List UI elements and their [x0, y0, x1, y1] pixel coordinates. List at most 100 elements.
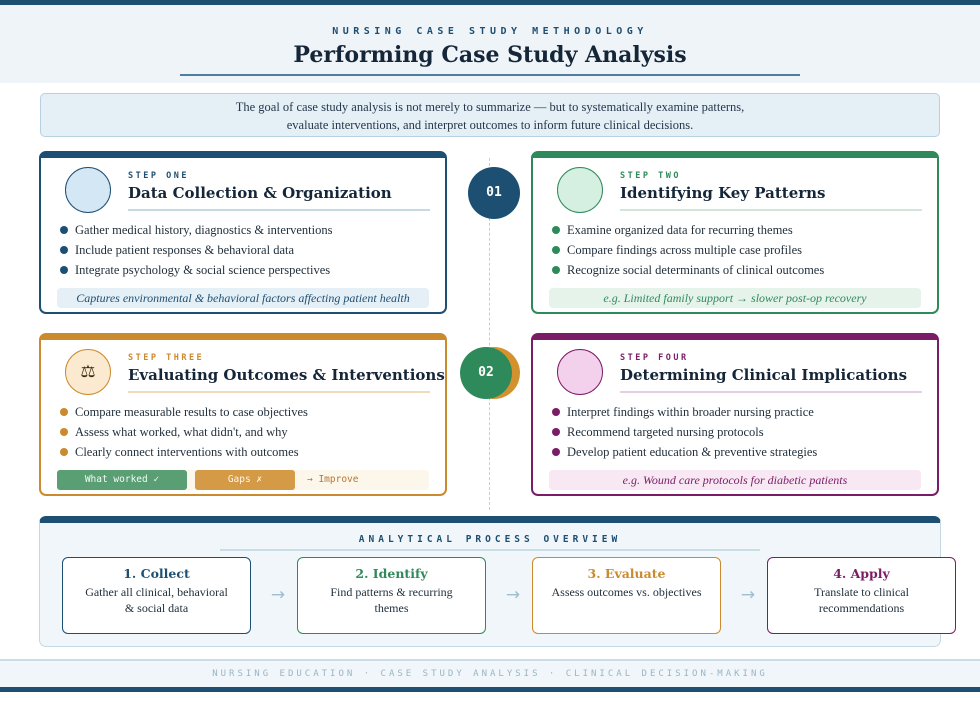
page-eyebrow: NURSING CASE STUDY METHODOLOGY [332, 26, 648, 37]
step-four-bullets: Interpret findings within broader nursin… [551, 402, 817, 462]
tag-what-worked: What worked ✓ [57, 470, 187, 490]
list-item: Gather medical history, diagnostics & in… [59, 220, 332, 240]
step-two-circle-icon [557, 167, 603, 213]
list-item-text: Compare findings across multiple case pr… [567, 243, 803, 257]
bottom-accent-bar [0, 687, 980, 692]
list-item: Examine organized data for recurring the… [551, 220, 824, 240]
step-three-title: Evaluating Outcomes & Interventions [128, 366, 445, 384]
bullet-dot-icon [552, 428, 560, 436]
bullet-dot-icon [60, 246, 68, 254]
step-one-title: Data Collection & Organization [128, 184, 392, 202]
step-one-rule [128, 209, 430, 211]
list-item: Compare measurable results to case objec… [59, 402, 308, 422]
process-collect-title: 1. Collect [123, 566, 190, 581]
step-four-label: STEP FOUR [620, 353, 689, 363]
step-two-note: e.g. Limited family support → slower pos… [549, 288, 921, 308]
step-two-bullets: Examine organized data for recurring the… [551, 220, 824, 280]
top-accent-bar [0, 0, 980, 5]
intro-box: The goal of case study analysis is not m… [40, 93, 940, 137]
bullet-dot-icon [60, 448, 68, 456]
bullet-dot-icon [60, 266, 68, 274]
overview-title: ANALYTICAL PROCESS OVERVIEW [358, 534, 622, 545]
footer-rule [0, 659, 980, 661]
list-item: Interpret findings within broader nursin… [551, 402, 817, 422]
bullet-dot-icon [552, 246, 560, 254]
bullet-dot-icon [552, 408, 560, 416]
step-one-bullets: Gather medical history, diagnostics & in… [59, 220, 332, 280]
step-one-note: Captures environmental & behavioral fact… [57, 288, 429, 308]
list-item-text: Integrate psychology & social science pe… [75, 263, 331, 277]
step-three-bullets: Compare measurable results to case objec… [59, 402, 308, 462]
process-apply-box: 4. Apply Translate to clinical recommend… [767, 557, 956, 634]
list-item-text: Develop patient education & preventive s… [567, 445, 818, 459]
arrow-right-icon: → [270, 585, 286, 605]
list-item: Clearly connect interventions with outco… [59, 442, 308, 462]
step-one-label: STEP ONE [128, 171, 189, 181]
list-item-text: Compare measurable results to case objec… [75, 405, 308, 419]
list-item: Recommend targeted nursing protocols [551, 422, 817, 442]
list-item-text: Gather medical history, diagnostics & in… [75, 223, 333, 237]
list-item: Assess what worked, what didn't, and why [59, 422, 308, 442]
step-two-rule [620, 209, 922, 211]
process-apply-title: 4. Apply [833, 566, 890, 581]
list-item-text: Assess what worked, what didn't, and why [75, 425, 288, 439]
tag-gaps: Gaps ✗ [195, 470, 295, 490]
footer-text: NURSING EDUCATION · CASE STUDY ANALYSIS … [212, 669, 768, 679]
step-four-circle-icon [557, 349, 603, 395]
process-evaluate-desc: Assess outcomes vs. objectives [551, 585, 702, 599]
list-item-text: Recommend targeted nursing protocols [567, 425, 764, 439]
list-item: Integrate psychology & social science pe… [59, 260, 332, 280]
bullet-dot-icon [552, 226, 560, 234]
process-overview-panel: ANALYTICAL PROCESS OVERVIEW 1. Collect G… [39, 516, 956, 647]
list-item: Develop patient education & preventive s… [551, 442, 817, 462]
step-three-card: ⚖ STEP THREE Evaluating Outcomes & Inter… [39, 333, 447, 496]
arrow-right-icon: → [505, 585, 521, 605]
tag-improve: → Improve [307, 474, 359, 485]
center-divider [489, 158, 490, 510]
process-collect-box: 1. Collect Gather all clinical, behavior… [62, 557, 251, 634]
list-item: Include patient responses & behavioral d… [59, 240, 332, 260]
list-item-text: Recognize social determinants of clinica… [567, 263, 825, 277]
step-four-card: STEP FOUR Determining Clinical Implicati… [531, 333, 939, 496]
list-item: Recognize social determinants of clinica… [551, 260, 824, 280]
step-three-tags: What worked ✓ Gaps ✗ → Improve [57, 470, 429, 490]
list-item-text: Interpret findings within broader nursin… [567, 405, 814, 419]
step-three-label: STEP THREE [128, 353, 205, 363]
badge-02: 02 [460, 347, 512, 399]
intro-line-2: evaluate interventions, and interpret ou… [286, 118, 694, 132]
scales-icon: ⚖ [65, 349, 111, 395]
title-underline [180, 74, 800, 76]
intro-line-1: The goal of case study analysis is not m… [235, 100, 745, 114]
step-two-card: STEP TWO Identifying Key Patterns Examin… [531, 151, 939, 314]
step-one-card: STEP ONE Data Collection & Organization … [39, 151, 447, 314]
list-item-text: Include patient responses & behavioral d… [75, 243, 295, 257]
step-four-title: Determining Clinical Implications [620, 366, 908, 384]
footer-band [0, 661, 980, 687]
step-one-circle-icon [65, 167, 111, 213]
step-four-rule [620, 391, 922, 393]
bullet-dot-icon [60, 428, 68, 436]
process-collect-desc: Gather all clinical, behavioral & social… [85, 585, 228, 615]
list-item: Compare findings across multiple case pr… [551, 240, 824, 260]
process-identify-box: 2. Identify Find patterns & recurring th… [297, 557, 486, 634]
page-title: Performing Case Study Analysis [293, 42, 687, 68]
process-identify-title: 2. Identify [355, 566, 428, 581]
process-evaluate-box: 3. Evaluate Assess outcomes vs. objectiv… [532, 557, 721, 634]
badge-01: 01 [468, 167, 520, 219]
process-identify-desc: Find patterns & recurring themes [330, 585, 453, 615]
step-four-note: e.g. Wound care protocols for diabetic p… [549, 470, 921, 490]
bullet-dot-icon [60, 408, 68, 416]
bullet-dot-icon [552, 266, 560, 274]
header-band [0, 5, 980, 83]
step-two-title: Identifying Key Patterns [620, 184, 826, 202]
overview-rule [220, 549, 760, 551]
step-two-label: STEP TWO [620, 171, 681, 181]
bullet-dot-icon [552, 448, 560, 456]
list-item-text: Clearly connect interventions with outco… [75, 445, 299, 459]
process-evaluate-title: 3. Evaluate [587, 566, 666, 581]
arrow-right-icon: → [740, 585, 756, 605]
bullet-dot-icon [60, 226, 68, 234]
step-three-rule [128, 391, 430, 393]
list-item-text: Examine organized data for recurring the… [567, 223, 793, 237]
process-apply-desc: Translate to clinical recommendations [814, 585, 909, 615]
